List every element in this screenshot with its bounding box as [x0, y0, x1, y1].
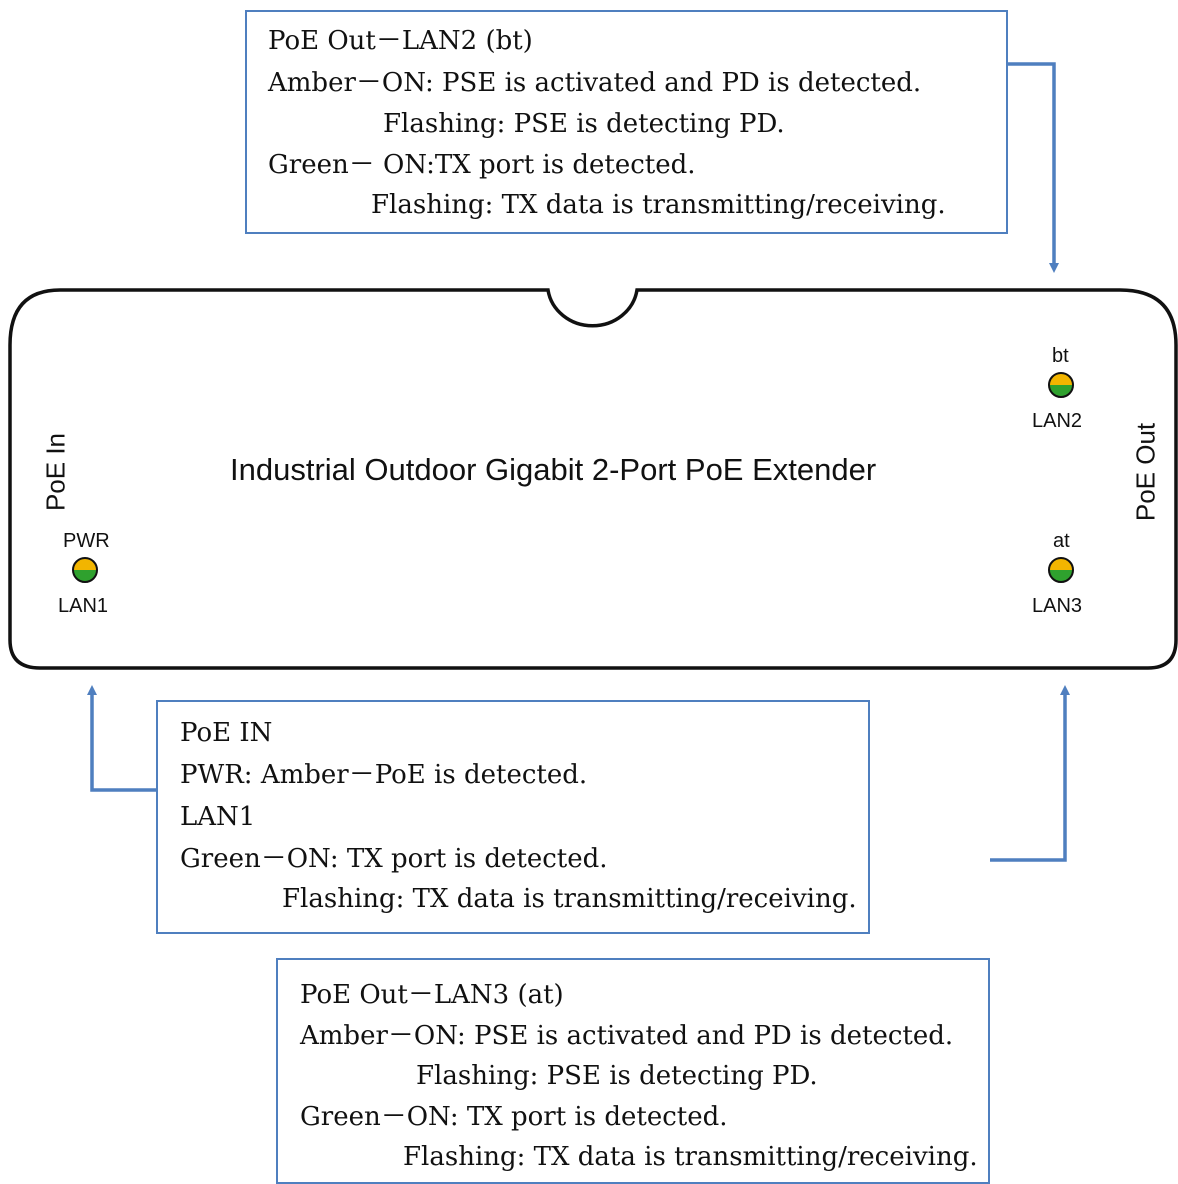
callout-lan1-green-on: Green－ON: TX port is detected.	[180, 844, 608, 874]
lan2-led-label: LAN2	[1032, 410, 1083, 432]
callout-lan3: PoE Out－LAN3 (at) Amber－ON: PSE is activ…	[276, 958, 990, 1184]
callout-lan2-amber-flashing: Flashing: PSE is detecting PD.	[383, 109, 785, 139]
callout-lan2: PoE Out－LAN2 (bt) Amber－ON: PSE is activ…	[245, 10, 1008, 234]
callout-lan3-green-flashing: Flashing: TX data is transmitting/receiv…	[403, 1142, 978, 1172]
lan2-bt-label: bt	[1052, 345, 1069, 367]
callout-lan2-green-flashing: Flashing: TX data is transmitting/receiv…	[371, 190, 946, 220]
lan3-at-label: at	[1053, 530, 1070, 552]
lan1-led-label: LAN1	[58, 595, 109, 617]
callout-lan1-pwr: PWR: Amber－PoE is detected.	[180, 760, 588, 790]
pwr-led-label: PWR	[63, 530, 110, 552]
callout-lan2-amber-on: Amber－ON: PSE is activated and PD is det…	[268, 68, 922, 98]
callout-lan1-subheading: LAN1	[180, 802, 256, 832]
callout-lan2-heading: PoE Out－LAN2 (bt)	[268, 26, 533, 56]
connector-lan3	[990, 685, 1070, 862]
callout-lan2-green-on: Green－ ON:TX port is detected.	[268, 150, 696, 180]
poe-out-side-label: PoE Out	[1130, 422, 1161, 522]
device-title: Industrial Outdoor Gigabit 2-Port PoE Ex…	[230, 452, 877, 487]
lan3-led-label: LAN3	[1032, 595, 1083, 617]
callout-lan1: PoE IN PWR: Amber－PoE is detected. LAN1 …	[156, 700, 870, 934]
callout-lan1-heading: PoE IN	[180, 718, 273, 748]
connector-lan1	[87, 685, 156, 792]
callout-lan3-amber-on: Amber－ON: PSE is activated and PD is det…	[300, 1021, 954, 1051]
connector-lan2	[1008, 62, 1059, 273]
lan2-led	[1048, 372, 1074, 398]
device-body-outline	[8, 288, 1178, 670]
pwr-lan1-led	[72, 557, 98, 583]
callout-lan3-amber-flashing: Flashing: PSE is detecting PD.	[416, 1061, 818, 1091]
callout-lan1-green-flashing: Flashing: TX data is transmitting/receiv…	[282, 884, 857, 914]
poe-in-side-label: PoE In	[40, 432, 71, 512]
callout-lan3-heading: PoE Out－LAN3 (at)	[300, 980, 564, 1010]
callout-lan3-green-on: Green－ON: TX port is detected.	[300, 1102, 728, 1132]
lan3-led	[1048, 557, 1074, 583]
